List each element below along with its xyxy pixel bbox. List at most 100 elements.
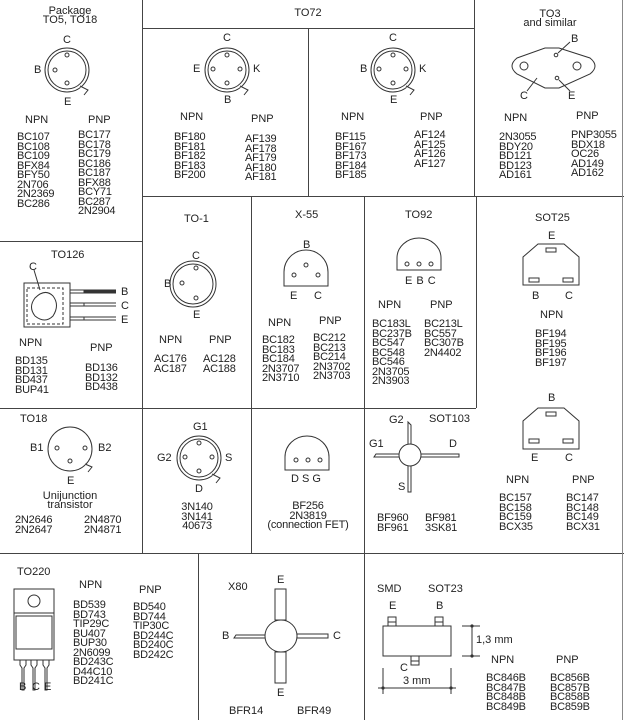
part-number: BC187 (78, 167, 111, 179)
pnp-label: PNP (139, 584, 162, 596)
part-number: AC128 (203, 353, 236, 365)
part-number: BF195 (535, 337, 567, 350)
part-number: BC148 (566, 501, 599, 514)
pnp-label: PNP (556, 654, 579, 666)
part-number: BC159 (499, 511, 532, 523)
pin-label: E (121, 314, 129, 326)
pin-label: S (225, 452, 233, 464)
npn-label: NPN (540, 309, 564, 321)
pin-label: B (34, 64, 42, 76)
pin-label: E (67, 475, 75, 487)
npn-label: NPN (180, 111, 204, 123)
grid-line (0, 408, 476, 409)
package-title: X80 (228, 581, 248, 593)
pin-label: E (568, 90, 576, 102)
part-number: 2N3703 (313, 370, 351, 382)
part-number: BF960 (377, 512, 409, 524)
part-number: BF173 (335, 150, 367, 162)
part-label: BFR14 (229, 705, 264, 717)
pin-label: B2 (98, 442, 112, 454)
part-number: BCY71 (78, 186, 112, 198)
pin-label: B (224, 94, 232, 106)
part-number: AD161 (499, 169, 532, 181)
part-number: TIP29C (73, 618, 110, 630)
part-number: 2N3707 (262, 362, 300, 375)
pin-label: E (64, 96, 72, 108)
part-number: (connection FET) (267, 519, 349, 531)
pin-label: C (400, 662, 408, 674)
part-number: BD135 (15, 355, 48, 367)
pnp-label: PNP (430, 299, 453, 311)
pin-label: C (389, 32, 397, 44)
part-number: BC856B (550, 672, 590, 684)
package-title: Package (48, 5, 92, 17)
part-number: AF181 (245, 171, 277, 183)
npn-label: NPN (79, 579, 103, 591)
npn-label: NPN (504, 112, 528, 124)
pin-label: B (164, 278, 172, 290)
part-number: BF197 (535, 356, 567, 369)
part-number: BD242C (133, 648, 174, 661)
pin-label: C (223, 32, 231, 44)
package-title: TO126 (51, 249, 85, 261)
device-type-label: transistor (47, 499, 93, 511)
part-number: BD539 (73, 599, 106, 611)
to3-package-icon (0, 0, 624, 196)
part-number: BD123 (499, 159, 532, 172)
grid-line (364, 196, 365, 720)
pin-label: G2 (157, 452, 172, 464)
package-title: and similar (523, 17, 577, 29)
part-number: BC184 (262, 353, 295, 365)
part-number: BF981 (425, 512, 457, 524)
pin-label: G2 (389, 414, 404, 426)
part-number: BC213L (424, 318, 463, 330)
part-number: 2N3710 (262, 372, 300, 384)
part-number: AF126 (414, 148, 446, 160)
pin-label: B (571, 33, 579, 45)
pnp-label: PNP (572, 474, 595, 486)
part-number: BD437 (15, 374, 48, 386)
part-number: BC307B (424, 337, 464, 349)
part-number: 2N3702 (313, 360, 351, 373)
part-number: BC147 (566, 492, 599, 504)
part-number: 2N6099 (73, 646, 111, 659)
part-number: BC177 (78, 129, 111, 141)
pin-label: E (390, 94, 398, 106)
part-number: BC179 (78, 148, 111, 160)
pin-label: K (253, 63, 261, 75)
pin-label: B (360, 63, 368, 75)
part-number: BFX88 (78, 176, 111, 189)
part-number: BD438 (85, 381, 118, 393)
part-number: 2N3819 (289, 509, 327, 522)
grid-line (308, 28, 309, 196)
pnp-label: PNP (90, 342, 113, 354)
part-number: AF180 (245, 161, 277, 174)
pin-label: S (398, 481, 406, 493)
part-number: BC557 (424, 327, 457, 340)
part-number: BC178 (78, 138, 111, 151)
part-number: D44C10 (73, 665, 113, 678)
part-number: AF125 (414, 138, 446, 151)
part-number: TIP30C (133, 620, 170, 632)
part-number: AF127 (414, 157, 446, 170)
part-number: BD136 (85, 362, 118, 374)
to126-package-icon (0, 240, 142, 410)
part-number: 2N706 (17, 178, 49, 191)
pin-label: K (419, 63, 427, 75)
